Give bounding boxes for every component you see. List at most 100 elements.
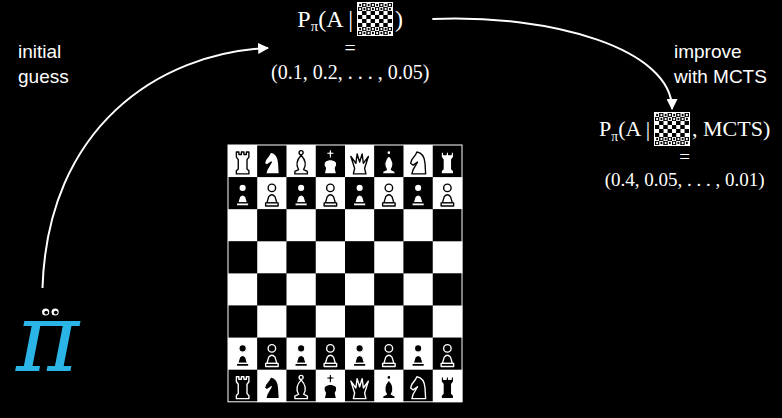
icon-square <box>659 121 663 125</box>
piece-part <box>324 203 337 206</box>
piece-part <box>266 363 279 366</box>
chess-piece <box>236 184 249 206</box>
icon-square <box>375 7 379 11</box>
icon-square <box>668 125 672 129</box>
icon-square <box>672 129 676 133</box>
icon-border <box>655 113 690 146</box>
probability-symbol: P <box>599 116 611 142</box>
icon-square <box>384 23 388 27</box>
icon-square <box>367 7 371 11</box>
icon-piece <box>363 8 365 10</box>
icon-piece <box>389 32 391 34</box>
board-square <box>257 306 287 338</box>
piece-part <box>266 203 279 206</box>
icon-square <box>664 141 668 145</box>
piece-part <box>264 152 279 174</box>
piece-part <box>353 363 366 366</box>
board-square <box>287 338 317 370</box>
icon-square <box>664 121 668 125</box>
probability-vector: (0.1, 0.2, . . . , 0.05) <box>271 60 429 84</box>
equals-sign: = <box>345 36 356 60</box>
piece-part <box>444 184 452 192</box>
icon-square <box>676 117 680 121</box>
board-square <box>404 177 434 209</box>
icon-piece <box>389 8 391 10</box>
chess-piece <box>411 152 426 174</box>
icon-piece <box>673 118 675 120</box>
icon-piece <box>389 28 391 30</box>
formula-row: = <box>599 146 770 169</box>
board-square <box>345 145 375 177</box>
icon-square <box>676 133 680 137</box>
icon-piece <box>656 142 658 144</box>
formula-row: = <box>271 36 429 60</box>
icon-piece <box>359 4 361 6</box>
icon-piece <box>359 32 361 34</box>
board-square <box>228 177 258 209</box>
icon-square <box>668 141 672 145</box>
icon-square <box>659 117 663 121</box>
board-square <box>345 370 375 402</box>
icon-square <box>685 129 689 133</box>
icon-piece <box>363 32 365 34</box>
icon-square <box>371 31 375 35</box>
icon-square <box>384 15 388 19</box>
chess-piece <box>264 377 279 399</box>
icon-square <box>362 15 366 19</box>
icon-piece <box>385 28 387 30</box>
icon-square <box>375 19 379 23</box>
policy-subscript: π <box>311 18 319 36</box>
piece-part <box>327 345 335 353</box>
icon-square <box>358 7 362 11</box>
board-square <box>316 273 346 305</box>
icon-square <box>379 27 383 31</box>
chess-piece <box>383 151 396 174</box>
icon-square <box>367 27 371 31</box>
piece-part <box>267 355 277 363</box>
piece-part <box>442 195 452 203</box>
icon-piece <box>686 114 688 116</box>
icon-square <box>672 141 676 145</box>
icon-piece <box>677 138 679 140</box>
chess-piece <box>441 152 454 174</box>
board-square <box>374 338 404 370</box>
chess-piece <box>383 184 396 206</box>
board-square <box>433 145 463 177</box>
icon-square <box>672 117 676 121</box>
formula-node: Pπ(A |, MCTS)=(0.4, 0.05, . . . , 0.01) <box>599 112 770 192</box>
icon-piece <box>686 138 688 140</box>
icon-square <box>681 133 685 137</box>
formula-row: (0.4, 0.05, . . . , 0.01) <box>599 169 770 192</box>
board-square <box>257 177 287 209</box>
piece-part <box>412 363 425 366</box>
piece-part <box>327 374 335 383</box>
board-square <box>433 177 463 209</box>
icon-piece <box>372 32 374 34</box>
piece-part <box>236 152 249 174</box>
icon-square <box>655 125 659 129</box>
board-square <box>287 177 317 209</box>
icon-piece <box>660 118 662 120</box>
formula-row: Pπ(A |) <box>271 2 429 36</box>
chess-piece <box>236 345 249 367</box>
chess-piece <box>266 345 279 367</box>
icon-square <box>659 125 663 129</box>
icon-square <box>379 7 383 11</box>
icon-piece <box>385 8 387 10</box>
chess-piece <box>295 375 308 398</box>
piece-part <box>356 184 364 192</box>
icon-square <box>664 133 668 137</box>
piece-part <box>236 203 249 206</box>
icon-square <box>388 23 392 27</box>
icon-square <box>681 137 685 141</box>
icon-square <box>371 7 375 11</box>
icon-piece <box>682 142 684 144</box>
board-square <box>345 177 375 209</box>
board-square <box>228 306 258 338</box>
piece-part <box>324 160 337 174</box>
icon-square <box>676 125 680 129</box>
icon-square <box>367 3 371 7</box>
chess-piece <box>412 184 425 206</box>
board-square <box>287 241 317 273</box>
icon-square <box>668 133 672 137</box>
